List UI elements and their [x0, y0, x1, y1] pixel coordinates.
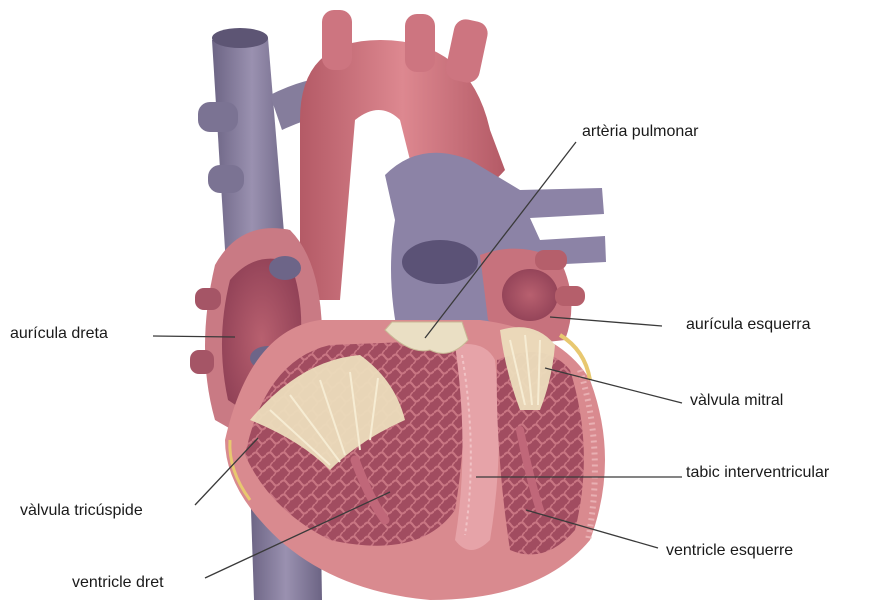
aorta-branch-3 — [444, 17, 490, 85]
right-vessel-stub-1 — [195, 288, 221, 310]
label-auricula-dreta: aurícula dreta — [10, 325, 108, 343]
left-atrium-chamber — [502, 269, 558, 321]
label-tabic-interventricular: tabic interventricular — [686, 464, 829, 482]
right-vessel-stub-2 — [190, 350, 214, 374]
pulmonary-opening — [402, 240, 478, 284]
label-arteria-pulmonar: artèria pulmonar — [582, 123, 699, 141]
label-auricula-esquerra: aurícula esquerra — [686, 316, 811, 334]
aorta-branch-2 — [405, 14, 435, 72]
left-pulmonary-vein-lower — [555, 286, 585, 306]
left-pulmonary-vein-upper — [535, 250, 567, 270]
label-valvula-tricuspide: vàlvula tricúspide — [20, 502, 143, 520]
aorta-branch-1 — [322, 10, 352, 70]
pulmonary-vein-lower — [208, 165, 244, 193]
label-ventricle-esquerre: ventricle esquerre — [666, 542, 793, 560]
pulmonary-vein-upper — [198, 102, 238, 132]
label-ventricle-dret: ventricle dret — [72, 574, 164, 592]
label-valvula-mitral: vàlvula mitral — [690, 392, 783, 410]
svc-opening — [212, 28, 268, 48]
svc-inlet — [269, 256, 301, 280]
